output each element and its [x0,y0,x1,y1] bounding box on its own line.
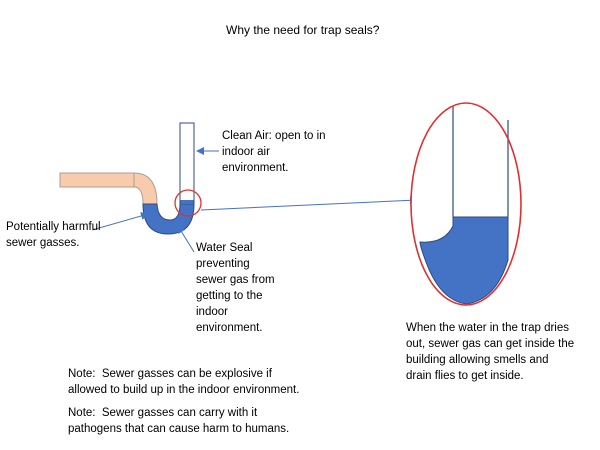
riser-water-level [180,200,194,204]
note-pathogens: Note: Sewer gasses can carry with it pat… [68,407,290,435]
dry-trap-caption: When the water in the trap dries out, se… [406,322,575,382]
drain-pipe-horizontal [59,172,135,188]
magnified-dry-trap [419,106,509,305]
note-explosive: Note: Sewer gasses can be explosive if a… [68,368,300,396]
water-seal-label: Water Seal preventing sewer gas from get… [196,242,275,334]
sewer-gas-label: Potentially harmful sewer gasses. [6,221,101,249]
magnified-remaining-water [419,216,509,305]
seal-highlight-circle [174,189,202,217]
magnified-view-ellipse [410,102,522,306]
diagram-title: Why the need for trap seals? [226,23,380,37]
water-seal-arrow [177,225,195,253]
drain-pipe-elbow [133,172,158,205]
trap-water-seal [142,203,195,235]
zoom-connector-arrow [200,196,418,211]
sewer-gas-arrow [91,212,149,231]
clean-air-label: Clean Air: open to in indoor air environ… [222,130,326,174]
